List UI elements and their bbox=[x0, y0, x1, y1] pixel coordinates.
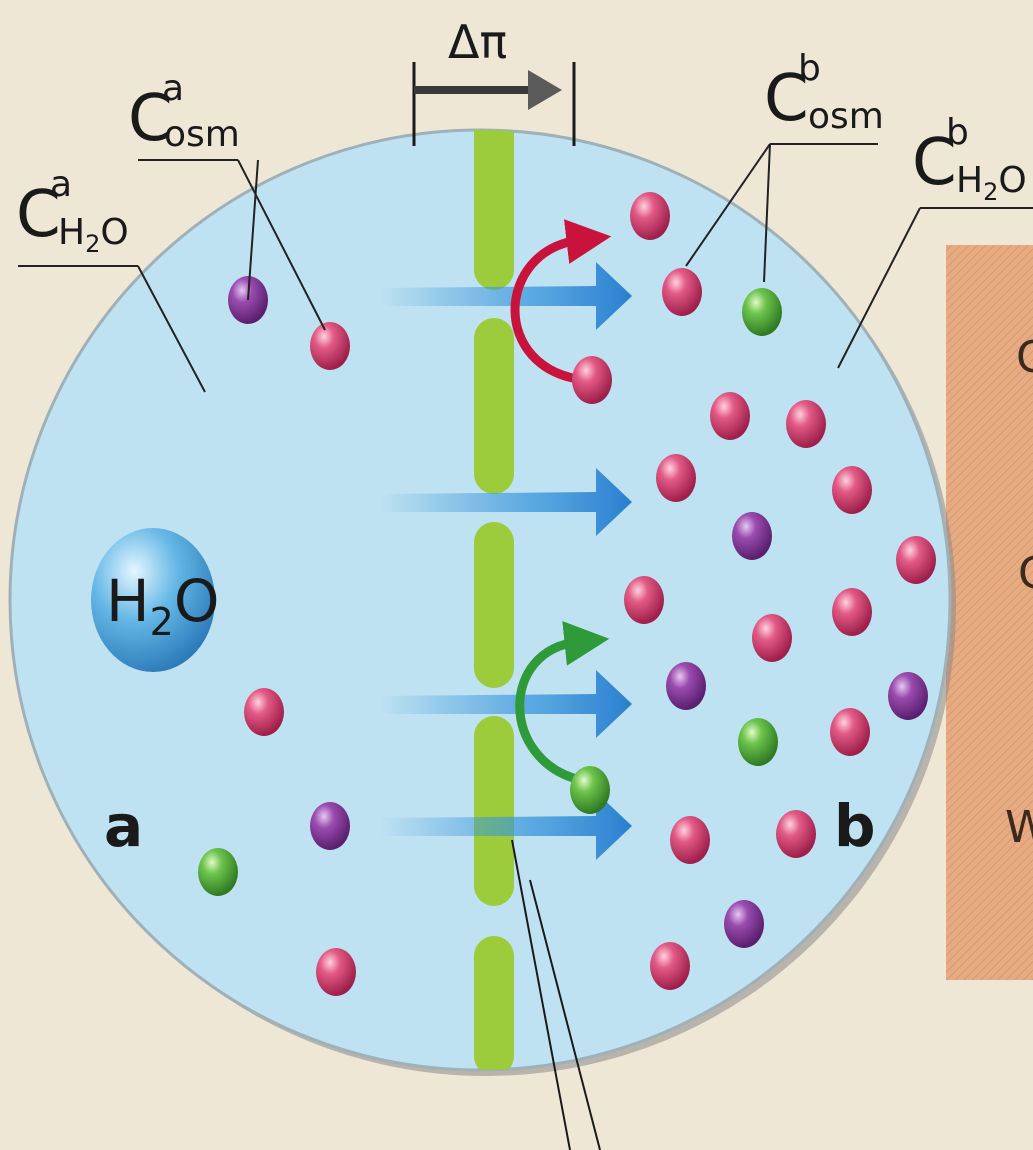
purple-solute-particle bbox=[310, 802, 350, 850]
pink-solute-particle bbox=[572, 356, 612, 404]
pink-solute-particle bbox=[244, 688, 284, 736]
pink-solute-particle bbox=[624, 576, 664, 624]
purple-solute-particle bbox=[732, 512, 772, 560]
svg-text:osm: osm bbox=[164, 114, 240, 155]
side-panel-letter-2: C bbox=[1018, 548, 1033, 599]
green-solute-particle bbox=[742, 288, 782, 336]
pink-solute-particle bbox=[310, 322, 350, 370]
pink-solute-particle bbox=[316, 948, 356, 996]
pink-solute-particle bbox=[830, 708, 870, 756]
pink-solute-particle bbox=[630, 192, 670, 240]
svg-text:osm: osm bbox=[808, 96, 884, 137]
pink-solute-particle bbox=[786, 400, 826, 448]
pink-solute-particle bbox=[832, 466, 872, 514]
purple-solute-particle bbox=[724, 900, 764, 948]
side-panel: C C W bbox=[946, 245, 1033, 980]
pink-solute-particle bbox=[650, 942, 690, 990]
pink-solute-particle bbox=[776, 810, 816, 858]
pink-solute-particle bbox=[832, 588, 872, 636]
side-panel-letter-1: C bbox=[1016, 332, 1033, 383]
pink-solute-particle bbox=[670, 816, 710, 864]
purple-solute-particle bbox=[666, 662, 706, 710]
side-panel-letter-3: W bbox=[1005, 802, 1033, 853]
svg-text:a: a bbox=[50, 164, 72, 205]
svg-text:b: b bbox=[798, 48, 821, 89]
pink-solute-particle bbox=[656, 454, 696, 502]
membrane-segment bbox=[474, 522, 514, 688]
pink-solute-particle bbox=[662, 268, 702, 316]
svg-text:a: a bbox=[162, 68, 184, 109]
green-solute-particle bbox=[198, 848, 238, 896]
svg-text:b: b bbox=[946, 112, 969, 153]
green-solute-particle bbox=[570, 766, 610, 814]
green-solute-particle bbox=[738, 718, 778, 766]
purple-solute-particle bbox=[888, 672, 928, 720]
membrane-segment bbox=[474, 318, 514, 494]
side-b-label: b bbox=[834, 792, 876, 860]
delta-pi-label: Δπ bbox=[448, 15, 507, 69]
membrane-segment bbox=[474, 716, 514, 906]
pink-solute-particle bbox=[752, 614, 792, 662]
side-a-label: a bbox=[104, 792, 143, 860]
membrane-segment bbox=[474, 110, 514, 290]
pink-solute-particle bbox=[710, 392, 750, 440]
membrane-segment bbox=[474, 936, 514, 1076]
pink-solute-particle bbox=[896, 536, 936, 584]
